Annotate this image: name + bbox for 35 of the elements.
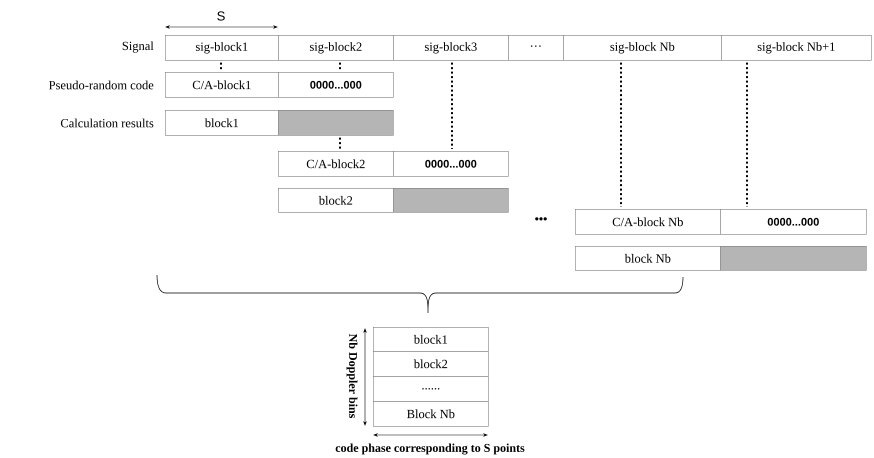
- block-cell: sig-block3: [393, 35, 509, 61]
- dimension-label: S: [217, 11, 225, 21]
- dotted-line: [746, 62, 748, 207]
- block-cell: sig-block Nb: [563, 35, 722, 61]
- block-cell: block1: [165, 110, 279, 136]
- block-cell: 0000...000: [720, 209, 867, 235]
- dotted-line: [620, 62, 622, 207]
- shaded-block: [720, 246, 867, 271]
- shaded-block: [393, 188, 509, 213]
- block-cell: 0000...000: [278, 72, 394, 98]
- row-label: Pseudo-random code: [48, 80, 154, 90]
- table-row: block1: [373, 327, 489, 352]
- block-cell: block Nb: [575, 246, 721, 271]
- table-row: Block Nb: [373, 401, 489, 427]
- block-cell: C/A-block Nb: [575, 209, 721, 235]
- ellipsis: •••: [535, 217, 547, 220]
- row-label: Calculation results: [60, 118, 154, 128]
- block-cell: ···: [508, 35, 564, 61]
- block-cell: C/A-block1: [165, 72, 279, 98]
- table-row: block2: [373, 351, 489, 377]
- row-label: Signal: [122, 41, 154, 53]
- block-cell: C/A-block2: [278, 151, 394, 177]
- table-row: ......: [373, 376, 489, 402]
- dotted-line: [220, 62, 222, 70]
- shaded-block: [278, 110, 394, 136]
- dimension-label: code phase corresponding to S points: [336, 444, 524, 454]
- dotted-line: [339, 62, 341, 70]
- block-cell: sig-block Nb+1: [721, 35, 872, 61]
- block-cell: block2: [278, 188, 394, 213]
- dimension-label: Nb Doppler bins: [346, 334, 358, 418]
- block-cell: sig-block2: [278, 35, 394, 61]
- dotted-line: [451, 62, 453, 149]
- block-cell: sig-block1: [165, 35, 279, 61]
- block-cell: 0000...000: [393, 151, 509, 177]
- dotted-line: [339, 138, 341, 149]
